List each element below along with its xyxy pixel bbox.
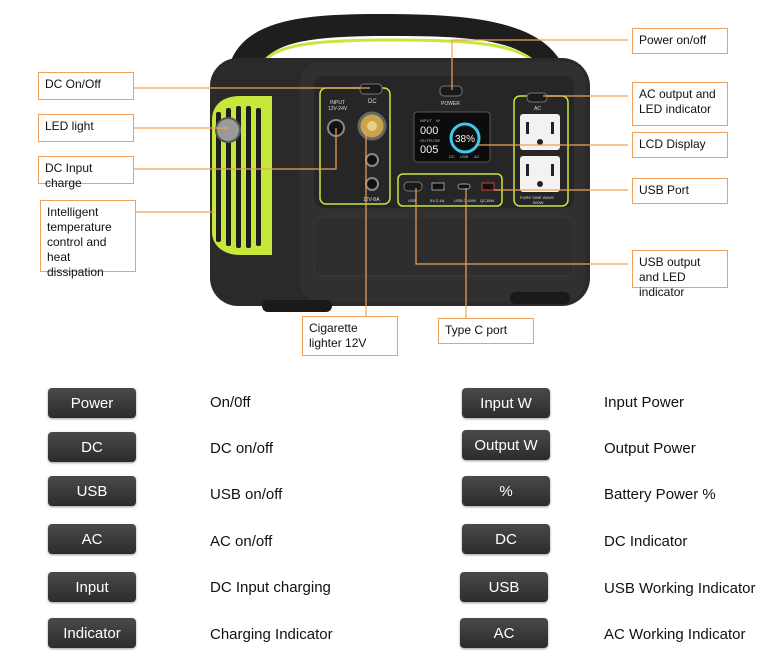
leader-lines	[134, 39, 628, 318]
callout-dc-input-charge: DC Input charge	[38, 156, 134, 190]
callout-usb-output-led: USB output and LED indicator	[632, 250, 728, 299]
legend-button-input: Input	[48, 572, 136, 602]
legend-button-ac: AC	[48, 524, 136, 554]
lcd-w-label-1: W	[436, 118, 440, 123]
foot-right	[510, 292, 570, 304]
callout-usb-port: USB Port	[632, 178, 728, 204]
ac-button	[526, 92, 548, 103]
usb-c-label: USB-C 60W	[454, 198, 476, 203]
lcd-input-label: INPUT	[420, 118, 433, 123]
callout-cigarette-lighter: Cigarette lighter 12V	[302, 316, 398, 356]
legend-desc-input-w: Input Power	[604, 394, 685, 411]
legend-desc-percent: Battery Power %	[604, 486, 716, 503]
lcd-output-label: OUTPUT	[420, 138, 437, 143]
dc-out-port-2	[365, 177, 379, 191]
ac-outlet-1	[520, 114, 560, 150]
pure-sine-label: PURE SINE WAVE	[520, 195, 554, 200]
cigarette-lighter-core	[367, 121, 377, 131]
legend-button-power: Power	[48, 388, 136, 418]
callout-power-on-off: Power on/off	[632, 28, 728, 54]
legend-desc-ac-indicator: AC Working Indicator	[604, 626, 746, 643]
usb-label: USB	[408, 198, 417, 203]
lcd-battery-ring	[449, 122, 481, 154]
dc-button	[359, 83, 383, 95]
lcd-battery-percent: 38%	[455, 134, 475, 145]
legend-button-percent: %	[462, 476, 550, 506]
usb-c-port	[457, 183, 471, 190]
qc-port	[481, 182, 495, 191]
lcd-w-label-2: W	[436, 138, 440, 143]
legend-button-ac-indicator: AC	[460, 618, 548, 648]
ac-label: AC	[534, 106, 541, 112]
led-light-lens	[215, 117, 241, 143]
lcd-usb-indicator: USB	[460, 154, 469, 159]
power-button	[439, 85, 463, 97]
legend-desc-dc: DC on/off	[210, 440, 274, 457]
lower-panel	[313, 215, 575, 277]
callout-ac-output-led: AC output and LED indicator	[632, 82, 728, 126]
legend-desc-indicator: Charging Indicator	[210, 626, 333, 643]
legend-button-dc: DC	[48, 432, 136, 462]
dc-label: DC	[368, 99, 377, 105]
legend-button-dc-indicator: DC	[462, 524, 550, 554]
legend-desc-input: DC Input charging	[210, 579, 331, 596]
callout-led-light: LED light	[38, 114, 134, 142]
handle-accent	[260, 38, 538, 65]
power-station-illustration: INPUT 12V-24V DC 12V-8A POWER INPUT W 00…	[134, 14, 628, 318]
callout-type-c-port: Type C port	[438, 318, 534, 344]
power-station-diagram: INPUT 12V-24V DC 12V-8A POWER INPUT W 00…	[38, 14, 728, 356]
qc-label: QC18W	[480, 198, 494, 203]
legend-button-usb: USB	[48, 476, 136, 506]
legend-button-output-w: Output W	[462, 430, 550, 460]
dc-out-port-1	[365, 153, 379, 167]
usb-5v-label: 5V-2.4A	[430, 198, 445, 203]
handle	[228, 14, 565, 70]
usb-a-port	[431, 182, 445, 191]
legend-button-usb-indicator: USB	[460, 572, 548, 602]
power-label: POWER	[441, 101, 460, 107]
legend-desc-dc-indicator: DC Indicator	[604, 533, 688, 550]
lcd-ac-indicator: AC	[474, 154, 480, 159]
usb-button	[403, 181, 423, 192]
pure-sine-watt-label: 500W	[533, 200, 544, 205]
legend-desc-output-w: Output Power	[604, 440, 696, 457]
lcd-dc-indicator: DC	[449, 154, 455, 159]
foot-left	[262, 300, 332, 312]
legend-desc-usb: USB on/off	[210, 486, 283, 503]
dc-out-label: 12V-8A	[363, 197, 380, 203]
legend-desc-ac: AC on/off	[210, 533, 273, 550]
input-range-label: 12V-24V	[328, 106, 348, 112]
lcd-input-value: 000	[420, 125, 438, 137]
callout-lcd-display: LCD Display	[632, 132, 728, 158]
legend-desc-usb-indicator: USB Working Indicator	[604, 580, 756, 597]
callout-intelligent-temperature: Intelligent temperature control and heat…	[40, 200, 136, 279]
legend-button-input-w: Input W	[462, 388, 550, 418]
input-label: INPUT	[330, 100, 345, 106]
legend-desc-power: On/0ff	[210, 394, 251, 411]
legend-button-indicator: Indicator	[48, 618, 136, 648]
lcd-output-value: 005	[420, 144, 438, 156]
callout-dc-on-off: DC On/Off	[38, 72, 134, 100]
ac-outlet-2	[520, 156, 560, 192]
